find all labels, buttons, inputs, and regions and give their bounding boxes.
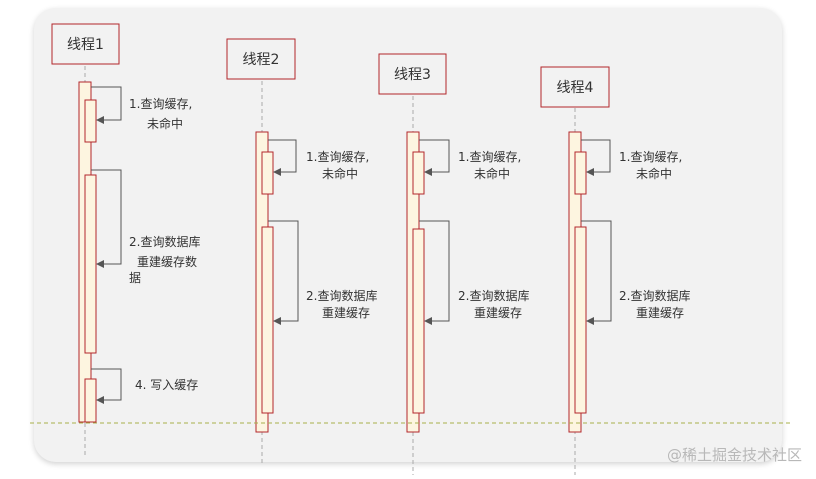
t1-query-cache-line2: 未命中 bbox=[147, 116, 183, 131]
t3-query-db-line2: 重建缓存 bbox=[474, 306, 522, 320]
t2-query-db-line1: 2.查询数据库 bbox=[306, 288, 377, 303]
self-messages bbox=[91, 86, 612, 404]
activation-query-cache bbox=[84, 99, 97, 143]
t1-query-db-line2: 重建缓存数 bbox=[137, 254, 197, 269]
arrow-t4-query-cache bbox=[581, 139, 611, 176]
actor-thread-1: 线程1 bbox=[51, 23, 120, 65]
t4-query-db-line1: 2.查询数据库 bbox=[619, 288, 690, 303]
activation-query-db bbox=[84, 174, 97, 354]
arrow-t4-query-db bbox=[581, 220, 612, 325]
activation-query-db bbox=[412, 228, 425, 414]
t4-query-cache-line1: 1.查询缓存, bbox=[619, 150, 682, 164]
actor-label: 线程4 bbox=[557, 80, 594, 96]
activations-thread-3 bbox=[406, 131, 425, 433]
t3-query-cache-line2: 未命中 bbox=[474, 166, 510, 181]
arrow-t1-query-cache bbox=[91, 86, 122, 124]
activation-query-db bbox=[261, 226, 274, 414]
arrow-t3-query-db bbox=[419, 220, 450, 325]
arrow-t1-query-db bbox=[91, 169, 122, 268]
message-labels: 1.查询缓存, 未命中 2.查询数据库 重建缓存数 据 4. 写入缓存 1.查询… bbox=[129, 97, 690, 392]
actor-label: 线程2 bbox=[243, 52, 280, 68]
activations-thread-1 bbox=[78, 81, 97, 423]
t1-write-cache-label: 4. 写入缓存 bbox=[135, 378, 198, 392]
activation-query-cache bbox=[412, 151, 425, 195]
t3-query-cache-line1: 1.查询缓存, bbox=[458, 150, 521, 164]
actor-thread-4: 线程4 bbox=[540, 66, 610, 108]
arrow-t2-query-cache bbox=[268, 139, 297, 176]
t2-query-db-line2: 重建缓存 bbox=[322, 306, 370, 320]
actor-label: 线程3 bbox=[394, 67, 431, 83]
t1-query-db-line3: 据 bbox=[129, 271, 141, 285]
t1-query-cache-line1: 1.查询缓存, bbox=[129, 97, 192, 111]
activations-thread-2 bbox=[255, 131, 274, 433]
t3-query-db-line1: 2.查询数据库 bbox=[458, 288, 529, 303]
activation-query-cache bbox=[574, 151, 587, 195]
actor-label: 线程1 bbox=[67, 37, 104, 53]
activations-thread-4 bbox=[568, 131, 587, 433]
t4-query-cache-line2: 未命中 bbox=[636, 166, 672, 181]
arrow-t2-query-db bbox=[268, 220, 299, 325]
activation-query-cache bbox=[261, 151, 274, 195]
t4-query-db-line2: 重建缓存 bbox=[636, 306, 684, 320]
activation-query-db bbox=[574, 226, 587, 414]
t2-query-cache-line2: 未命中 bbox=[322, 166, 358, 181]
activation-write-cache bbox=[84, 378, 97, 423]
actor-thread-2: 线程2 bbox=[226, 38, 296, 80]
t2-query-cache-line1: 1.查询缓存, bbox=[306, 150, 369, 164]
arrow-t1-write-cache bbox=[91, 368, 122, 404]
t1-query-db-line1: 2.查询数据库 bbox=[129, 234, 200, 249]
arrow-t3-query-cache bbox=[419, 139, 450, 176]
actor-thread-3: 线程3 bbox=[378, 53, 447, 95]
watermark: @稀土掘金技术社区 bbox=[666, 446, 802, 464]
